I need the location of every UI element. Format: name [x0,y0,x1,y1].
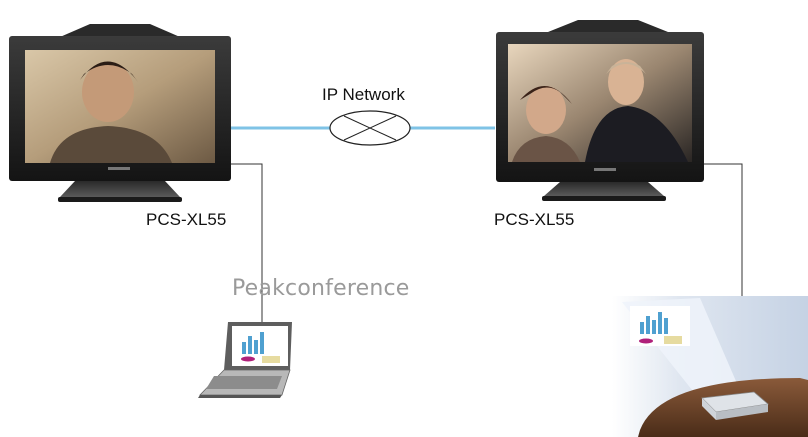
video-terminal-icon [496,20,704,201]
left-terminal-label: PCS-XL55 [146,210,227,229]
right-terminal-label: PCS-XL55 [494,210,575,229]
network-label: IP Network [322,85,405,104]
router-ellipse-icon [329,110,411,146]
laptop-wire [230,163,263,325]
projector-icon [612,296,808,437]
watermark: Peakconference [232,276,410,301]
laptop-icon [198,322,292,398]
video-terminal-icon [9,24,231,202]
